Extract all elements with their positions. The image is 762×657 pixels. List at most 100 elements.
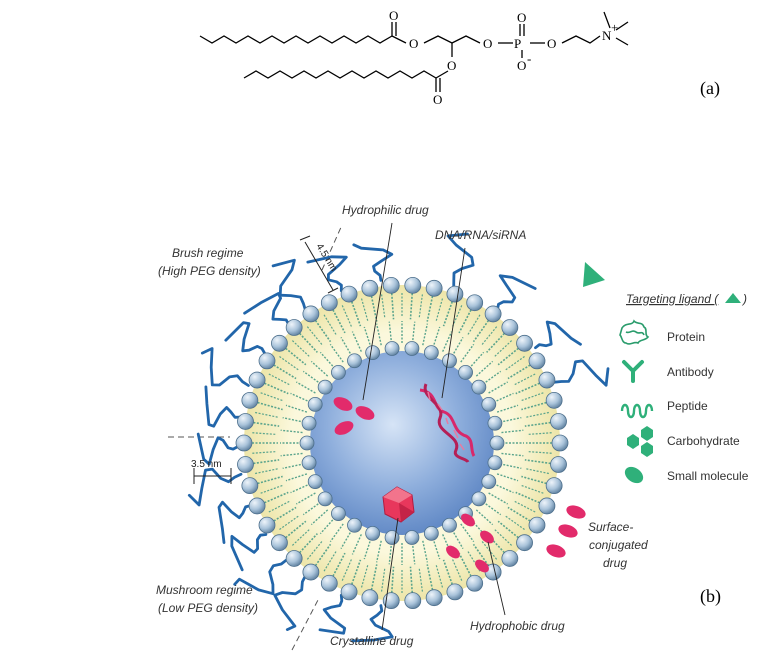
lipid-tail bbox=[475, 360, 494, 377]
lipid-tail bbox=[341, 305, 353, 328]
lipid-head-outer bbox=[545, 477, 563, 495]
lipid-head-outer bbox=[528, 516, 546, 534]
lipid-tail bbox=[285, 520, 307, 539]
lipid-tail bbox=[451, 558, 463, 581]
lipid-tail bbox=[481, 540, 498, 560]
lipid-tail bbox=[524, 459, 551, 465]
lower-acyl-chain bbox=[243, 70, 437, 79]
atom-o3: O bbox=[517, 10, 526, 25]
peg-chain bbox=[204, 385, 242, 428]
label-brush-regime: Brush regime bbox=[172, 246, 244, 260]
lipid-tail bbox=[524, 421, 551, 427]
lipid-tail bbox=[486, 332, 505, 353]
crystalline-drug bbox=[382, 486, 415, 523]
lipid-tail bbox=[411, 542, 416, 565]
lipid-tail bbox=[319, 351, 336, 370]
lipid-tail bbox=[306, 326, 323, 346]
lipid-tail bbox=[411, 321, 416, 344]
lipid-tail bbox=[351, 301, 362, 327]
lipid-tail bbox=[302, 370, 322, 385]
lipid-head-outer bbox=[425, 589, 443, 607]
lipid-tail bbox=[319, 516, 336, 535]
lipid-tail bbox=[390, 566, 395, 593]
lipid-head-inner bbox=[487, 455, 503, 471]
lipid-head-inner bbox=[471, 491, 487, 507]
lipid-head-outer bbox=[248, 497, 266, 515]
atom-o2: O bbox=[483, 36, 492, 51]
lipid-tail bbox=[310, 360, 329, 377]
hydrophobic-drug bbox=[461, 513, 475, 527]
dimension-3-5 bbox=[193, 468, 232, 484]
hydrophobic-drug bbox=[446, 545, 460, 559]
lipid-head-outer bbox=[501, 550, 519, 567]
lipid-tail bbox=[442, 331, 453, 352]
lipid-tail bbox=[432, 537, 441, 560]
chemical-atoms: O O O P O O - O N + O O bbox=[389, 8, 618, 107]
legend-item-label: Small molecule bbox=[667, 469, 749, 483]
lipid-tail bbox=[340, 529, 353, 550]
dimension-label-3-5: 3.5 nm bbox=[191, 459, 222, 470]
lipid-tail bbox=[409, 293, 414, 320]
lipid-tail bbox=[501, 452, 524, 457]
lipid-tail bbox=[525, 468, 549, 475]
lipid-tail bbox=[488, 381, 509, 394]
lipid-tail bbox=[513, 373, 536, 386]
hydrophilic-drug bbox=[334, 421, 354, 435]
lipid-head-inner bbox=[307, 396, 323, 412]
lipid-tail bbox=[466, 314, 481, 336]
lipid-head-inner bbox=[404, 341, 420, 356]
lipid-head-outer bbox=[404, 592, 422, 610]
lipid-head-outer bbox=[237, 456, 254, 473]
lipid-tail bbox=[422, 540, 429, 563]
lipid-head-outer bbox=[271, 534, 288, 552]
lipid-tail bbox=[472, 319, 490, 343]
lipid-tail bbox=[527, 432, 552, 436]
lipid-head-outer bbox=[538, 371, 556, 389]
lipid-head-inner bbox=[331, 506, 346, 521]
legend-item-label: Protein bbox=[667, 330, 705, 344]
lipid-tail bbox=[520, 392, 544, 402]
lipid-tail bbox=[252, 450, 277, 454]
lipid-tail bbox=[323, 314, 338, 336]
lipid-tail bbox=[314, 319, 332, 343]
lipid-tail bbox=[290, 483, 311, 494]
lipid-head-inner bbox=[423, 525, 439, 541]
lipid-head-inner bbox=[301, 415, 317, 431]
methyl-3 bbox=[615, 37, 629, 46]
lipid-tail bbox=[451, 529, 464, 550]
label-brush-density: (High PEG density) bbox=[158, 264, 261, 278]
peg-chain bbox=[233, 558, 289, 596]
lipid-tail bbox=[279, 356, 300, 371]
hydrophobic-drug-group bbox=[446, 513, 494, 573]
peg-chain bbox=[187, 467, 243, 507]
lipid-tail bbox=[295, 381, 316, 394]
label-mushroom-regime: Mushroom regime bbox=[156, 583, 253, 597]
peg-chain bbox=[552, 359, 610, 387]
legend-item-label: Carbohydrate bbox=[667, 434, 740, 448]
lipid-heads bbox=[235, 276, 569, 610]
lipid-head-outer bbox=[550, 456, 567, 473]
lipid-head-inner bbox=[365, 525, 381, 541]
hydrophilic-drug bbox=[355, 406, 375, 420]
peg-chain bbox=[230, 533, 268, 572]
peg-chain bbox=[224, 321, 267, 355]
lipid-head-inner bbox=[299, 435, 315, 451]
label-surface-2: conjugated bbox=[589, 538, 648, 552]
lipid-head-inner bbox=[442, 353, 457, 369]
surface-drug-group bbox=[546, 505, 586, 558]
lipid-tail bbox=[273, 506, 297, 522]
lipid-tail bbox=[360, 564, 369, 588]
lipid-head-outer bbox=[446, 583, 464, 601]
liposome bbox=[168, 224, 610, 651]
peg-chain bbox=[273, 574, 307, 631]
lipid-tail bbox=[515, 382, 540, 395]
glycerol-backbone bbox=[423, 35, 481, 44]
dimension-4-5 bbox=[299, 235, 339, 294]
lipid-tail bbox=[426, 295, 434, 322]
targeting-ligand-triangle bbox=[583, 262, 605, 287]
lipid-tail bbox=[299, 332, 318, 353]
legend: Targeting ligand ( ) Protein Antibody Pe… bbox=[619, 292, 749, 484]
lipid-tail bbox=[380, 567, 386, 592]
lipid-tail bbox=[527, 450, 552, 454]
